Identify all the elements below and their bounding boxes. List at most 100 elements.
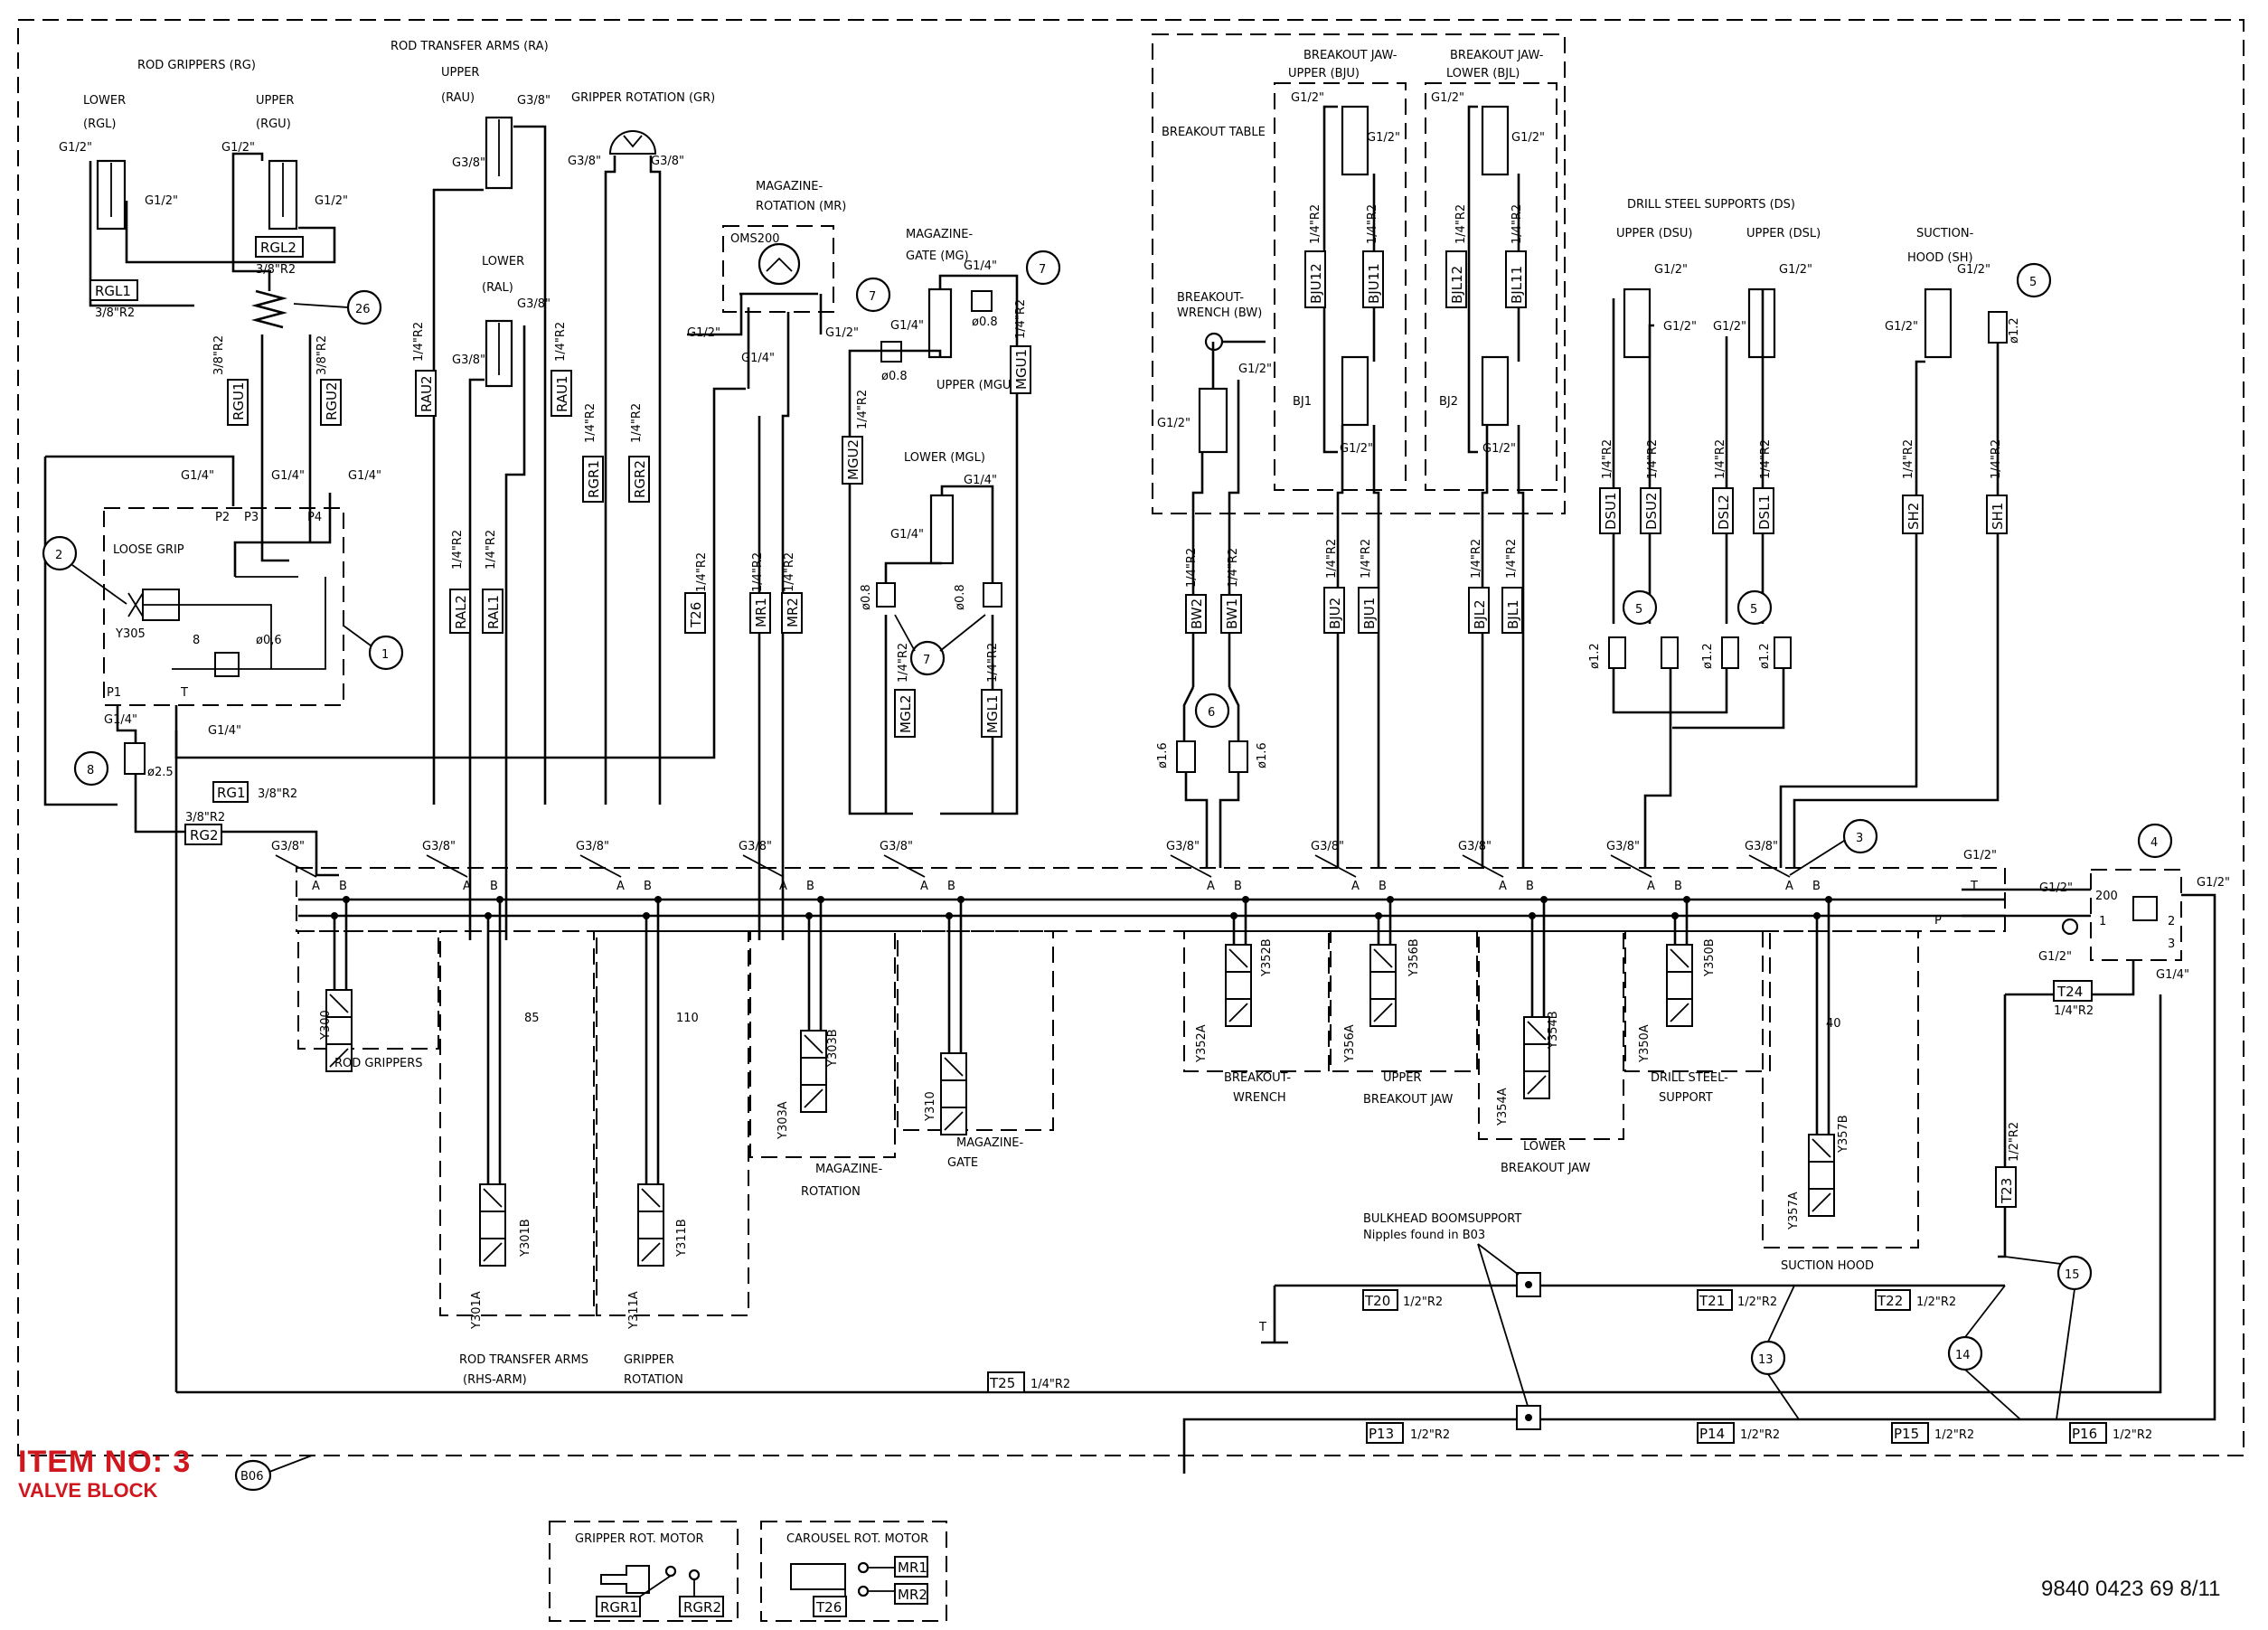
svg-text:G1/4": G1/4"	[890, 319, 924, 333]
svg-text:1/4"R2: 1/4"R2	[630, 403, 644, 443]
balloon-6	[1194, 693, 1230, 729]
svg-text:MAGAZINE-: MAGAZINE-	[756, 180, 823, 193]
svg-text:Y354A: Y354A	[1496, 1088, 1510, 1126]
drawing-border	[17, 19, 2244, 1456]
valve-spool-middle	[1523, 1043, 1550, 1072]
svg-text:BREAKOUT JAW: BREAKOUT JAW	[1501, 1162, 1590, 1175]
section-gr	[596, 930, 749, 1316]
svg-text:G1/2": G1/2"	[1713, 320, 1746, 334]
label-breakout-table: BREAKOUT TABLE	[1162, 126, 1266, 139]
svg-text:G1/4": G1/4"	[104, 713, 137, 727]
balloon-7-c	[909, 640, 946, 676]
svg-text:G1/2": G1/2"	[1885, 320, 1918, 334]
svg-text:1/2"R2: 1/2"R2	[1740, 1428, 1780, 1442]
svg-text:UPPER (MGU): UPPER (MGU)	[936, 379, 1016, 392]
svg-text:Y301A: Y301A	[470, 1291, 484, 1330]
directional-valves	[325, 896, 1835, 1267]
port-a: A	[1785, 880, 1793, 893]
svg-text:ROTATION: ROTATION	[624, 1373, 683, 1387]
svg-text:G1/2": G1/2"	[221, 141, 255, 155]
hose-bjui1: BJU11	[1366, 263, 1382, 304]
cylinder-mgu	[927, 287, 953, 359]
svg-text:1/4"R2: 1/4"R2	[1454, 204, 1468, 244]
svg-text:ø0.8: ø0.8	[972, 316, 998, 329]
svg-text:UPPER: UPPER	[441, 66, 479, 80]
svg-text:SUCTION HOOD: SUCTION HOOD	[1781, 1259, 1874, 1273]
label-rgu-code: (RGU)	[256, 118, 291, 131]
svg-text:1/2"R2: 1/2"R2	[1916, 1296, 1956, 1309]
svg-text:UPPER (DSU): UPPER (DSU)	[1616, 227, 1693, 240]
balloon-2-text: 2	[55, 549, 62, 562]
svg-text:MAGAZINE-: MAGAZINE-	[956, 1136, 1024, 1150]
hose-p15: P15	[1894, 1426, 1919, 1442]
hose-t22: T22	[1877, 1293, 1903, 1309]
block-4	[2090, 869, 2182, 961]
svg-text:BREAKOUT-: BREAKOUT-	[1224, 1071, 1291, 1085]
svg-text:P1: P1	[107, 686, 121, 700]
cylinder-bjl2	[1481, 355, 1510, 427]
svg-text:ROTATION (MR): ROTATION (MR)	[756, 200, 846, 213]
valve-spool-middle	[1808, 1161, 1835, 1190]
svg-text:G1/2": G1/2"	[1511, 131, 1545, 145]
balloon-1-text: 1	[381, 648, 389, 662]
svg-text:HOOD (SH): HOOD (SH)	[1907, 251, 1973, 265]
hose-rau2: RAU2	[419, 375, 435, 412]
port-a: A	[1207, 880, 1215, 893]
valve-spool-middle	[1369, 971, 1397, 1000]
hose-mr2: MR2	[785, 598, 801, 627]
hose-sh1: SH1	[1990, 503, 2006, 530]
balloon-7-b	[855, 277, 891, 313]
motor-mr1: MR1	[898, 1559, 927, 1576]
hose-rgu2: RGU2	[324, 382, 340, 420]
svg-text:(RAL): (RAL)	[482, 281, 513, 295]
motor-rgr2: RGR2	[683, 1599, 721, 1616]
svg-text:1/2"R2: 1/2"R2	[2008, 1122, 2021, 1162]
sol-y305: Y305	[115, 627, 146, 641]
port-a: A	[779, 880, 787, 893]
label-rta: ROD TRANSFER ARMS (RA)	[391, 40, 549, 53]
svg-text:ø0.8: ø0.8	[954, 584, 967, 610]
svg-text:110: 110	[676, 1012, 699, 1025]
valve-spool-middle	[1666, 971, 1693, 1000]
port-a: A	[920, 880, 928, 893]
motor-gr	[608, 130, 657, 155]
svg-text:15: 15	[2065, 1268, 2080, 1282]
port-b: B	[1812, 880, 1821, 893]
port-b: B	[339, 880, 347, 893]
motor-rgr1: RGR1	[600, 1599, 638, 1616]
port-b: B	[1234, 880, 1242, 893]
svg-text:T: T	[1258, 1321, 1266, 1334]
svg-text:6: 6	[1208, 706, 1215, 720]
svg-text:G1/2": G1/2"	[1963, 849, 1997, 862]
label-ds: DRILL STEEL SUPPORTS (DS)	[1627, 198, 1795, 212]
svg-text:G1/2": G1/2"	[1340, 442, 1373, 456]
svg-text:1/4"R2: 1/4"R2	[1510, 204, 1524, 244]
cylinder-bju1	[1341, 105, 1369, 176]
svg-text:P3: P3	[244, 511, 259, 524]
svg-text:1/4"R2: 1/4"R2	[584, 403, 598, 443]
svg-text:T: T	[1970, 880, 1978, 893]
svg-text:ø1.2: ø1.2	[1758, 643, 1772, 669]
svg-text:1/4"R2: 1/4"R2	[1030, 1378, 1070, 1391]
svg-text:1/4"R2: 1/4"R2	[783, 552, 796, 592]
label-carousel-motor: CAROUSEL ROT. MOTOR	[786, 1532, 928, 1546]
svg-text:13: 13	[1758, 1353, 1774, 1367]
svg-text:G1/2": G1/2"	[825, 326, 859, 340]
svg-text:BJ2: BJ2	[1439, 395, 1458, 409]
svg-text:G1/2": G1/2"	[2197, 876, 2230, 890]
svg-text:7: 7	[923, 654, 930, 667]
valve-spool-middle	[325, 1016, 353, 1045]
svg-text:SUPPORT: SUPPORT	[1659, 1091, 1713, 1105]
hose-mgu1: MGU1	[1013, 349, 1030, 390]
svg-text:OMS200: OMS200	[730, 232, 780, 246]
svg-text:1/4"R2: 1/4"R2	[1902, 439, 1915, 479]
port-size: G3/8"	[880, 840, 913, 853]
svg-text:G1/2": G1/2"	[315, 194, 348, 208]
svg-text:G1/4": G1/4"	[964, 474, 997, 487]
balloon-8	[73, 750, 109, 787]
svg-text:ø0,6: ø0,6	[256, 634, 282, 647]
svg-text:1/2"R2: 1/2"R2	[1410, 1428, 1450, 1442]
port-b: B	[644, 880, 652, 893]
section-bw	[1183, 930, 1330, 1072]
